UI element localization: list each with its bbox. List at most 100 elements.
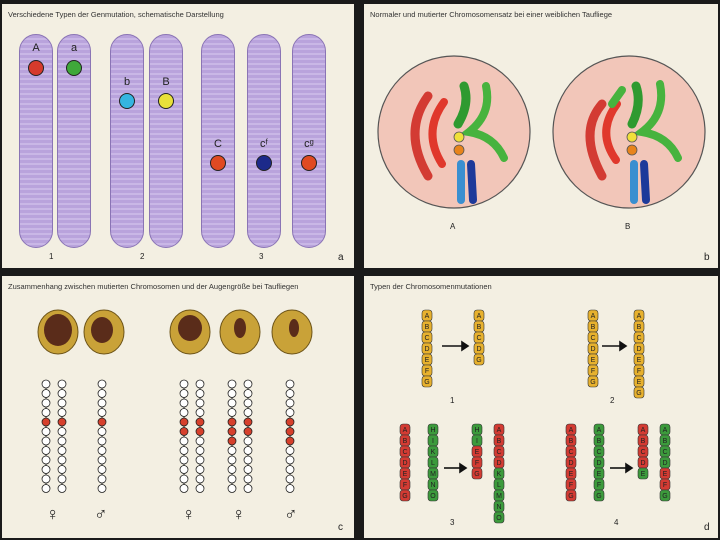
segment-letter: G: [636, 390, 641, 397]
bead: [285, 398, 295, 408]
bead: [57, 465, 67, 474]
gene-C: [210, 155, 226, 171]
bead: [179, 446, 189, 455]
segment-letter: D: [640, 460, 645, 467]
panel-d-title: Typen der Chromosomenmutationen: [370, 282, 492, 291]
segment-letter: E: [569, 471, 574, 478]
segment: [421, 375, 433, 388]
segment-letter: H: [474, 427, 479, 434]
bead: [97, 417, 107, 427]
segment: [427, 489, 439, 502]
green-chrom-outer: [453, 81, 471, 129]
fly-heads: [37, 309, 313, 355]
bead: [227, 408, 237, 417]
mutation-number-3: 3: [450, 518, 455, 527]
bead: [285, 379, 295, 389]
bead: [243, 474, 253, 484]
segment-letter: E: [591, 357, 596, 364]
bead: [41, 474, 51, 484]
segment-letter: A: [641, 427, 646, 434]
bead: [97, 408, 107, 417]
sex-symbol-2: ♂: [94, 504, 108, 524]
segment-letter: C: [568, 449, 573, 456]
bead: [195, 398, 205, 408]
bead: [195, 389, 205, 398]
cell-b-chromosomes: [585, 80, 682, 204]
bead: [41, 389, 51, 398]
bead: [243, 465, 253, 474]
bead: [243, 398, 253, 408]
segment-letter: O: [430, 493, 436, 500]
bead: [57, 484, 67, 493]
segment: [399, 489, 411, 502]
segment-letter: F: [597, 482, 601, 489]
segment-letter: L: [431, 460, 435, 467]
segment-letter: F: [425, 368, 429, 375]
bead: [179, 417, 189, 427]
panel-c-title: Zusammenhang zwischen mutierten Chromoso…: [8, 282, 299, 291]
segment-letter: E: [475, 449, 480, 456]
segment: [473, 353, 485, 366]
bead: [227, 465, 237, 474]
bead: [41, 484, 51, 493]
chromosome-3a: [201, 34, 235, 248]
segment-letter: M: [496, 493, 502, 500]
bead: [97, 379, 107, 389]
bead: [97, 427, 107, 436]
bead: [97, 474, 107, 484]
sex-symbol-4: ♀: [232, 504, 246, 524]
segment-letter: E: [597, 471, 602, 478]
bead: [179, 436, 189, 446]
bead: [195, 474, 205, 484]
bead: [41, 398, 51, 408]
bead: [243, 408, 253, 417]
gene-label-b: b: [123, 76, 131, 88]
cell-a-chromosomes: [410, 81, 508, 204]
segment-letter: G: [590, 379, 595, 386]
gene-a: [66, 60, 82, 76]
segment-letter: D: [596, 460, 601, 467]
segment: [587, 375, 599, 388]
chromosome-mutation-diagram: ABCDEFGABCDGABCDEFGABCDEFEGABCDEFGHIKLMN…: [399, 309, 671, 524]
bead: [227, 446, 237, 455]
bead: [285, 436, 295, 446]
segment-letter: F: [591, 368, 595, 375]
segment-letter: C: [476, 335, 481, 342]
bead: [285, 427, 295, 436]
segment-letter: M: [430, 471, 436, 478]
segment-letter: N: [430, 482, 435, 489]
arrows: [442, 340, 634, 474]
bead: [227, 379, 237, 389]
bead: [285, 389, 295, 398]
gene-label-cg: cᵍ: [304, 138, 314, 150]
bead: [41, 446, 51, 455]
segment-letter: D: [476, 346, 481, 353]
segment-letter: E: [637, 379, 642, 386]
bead: [243, 455, 253, 465]
bead: [195, 446, 205, 455]
bead: [179, 408, 189, 417]
panel-a-title: Verschiedene Typen der Genmutation, sche…: [8, 10, 224, 19]
bead: [285, 408, 295, 417]
bead: [179, 455, 189, 465]
bead: [179, 379, 189, 389]
segment-letter: H: [430, 427, 435, 434]
bead: [57, 455, 67, 465]
segment-letter: G: [596, 493, 601, 500]
bead: [57, 417, 67, 427]
segment-letter: E: [637, 357, 642, 364]
segment-letter: C: [596, 449, 601, 456]
segment: [659, 489, 671, 502]
segment-letter: B: [477, 324, 482, 331]
segment-letter: G: [662, 493, 667, 500]
bead: [243, 427, 253, 436]
bead: [285, 417, 295, 427]
green-chrom-inner: [459, 82, 508, 162]
segment-letter: D: [662, 460, 667, 467]
bead: [179, 389, 189, 398]
gene-label-a: a: [70, 42, 78, 54]
bead: [285, 484, 295, 493]
segment: [633, 386, 645, 399]
gene-cf: [256, 155, 272, 171]
